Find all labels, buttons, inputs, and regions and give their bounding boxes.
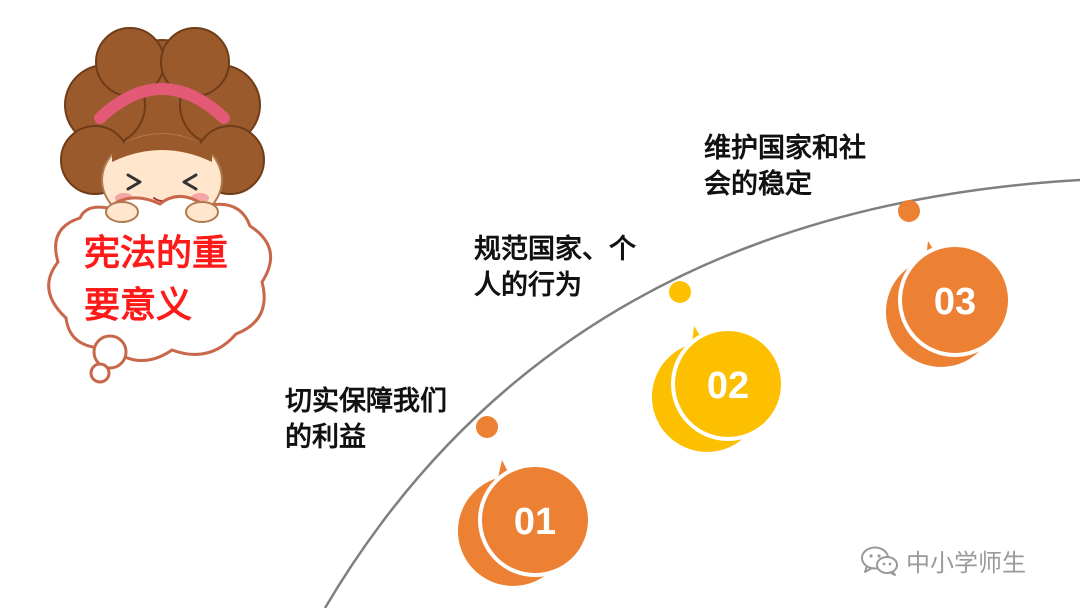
milestone-number: 02 [707, 365, 749, 407]
milestone-dot [898, 200, 920, 222]
label-line-2: 会的稳定 [704, 167, 866, 203]
label-line-1: 规范国家、个 [474, 232, 636, 268]
milestone-02-label: 规范国家、个 人的行为 [474, 232, 636, 304]
slide-title: 宪法的重 要意义 [84, 228, 228, 332]
milestone-02: 02 [652, 281, 783, 452]
milestone-01: 01 [458, 416, 590, 586]
label-line-1: 维护国家和社 [704, 131, 866, 167]
label-line-2: 人的行为 [474, 268, 636, 304]
milestone-01-label: 切实保障我们 的利益 [285, 384, 447, 456]
title-line-2: 要意义 [84, 280, 228, 332]
label-line-2: 的利益 [285, 420, 447, 456]
milestone-03-label: 维护国家和社 会的稳定 [704, 131, 866, 203]
watermark-text: 中小学师生 [906, 543, 1026, 578]
milestone-number: 03 [934, 281, 976, 323]
milestone-03: 03 [886, 200, 1010, 367]
wechat-icon [860, 545, 900, 577]
label-line-1: 切实保障我们 [285, 384, 447, 420]
milestone-dot [476, 416, 498, 438]
title-line-1: 宪法的重 [84, 228, 228, 280]
watermark: 中小学师生 [860, 543, 1026, 578]
milestone-number: 01 [514, 501, 556, 543]
milestone-dot [669, 281, 691, 303]
